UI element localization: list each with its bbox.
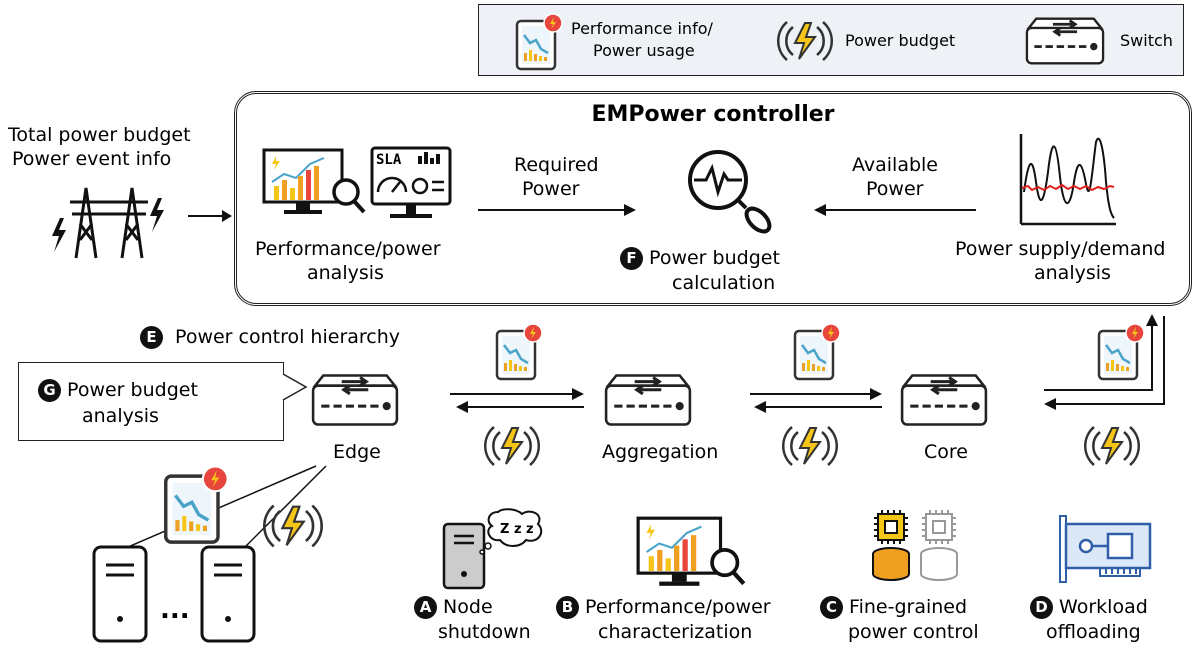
perf-analysis-line1: Performance/power [255, 238, 441, 260]
hierarchy-text: Power control hierarchy [175, 326, 401, 348]
power-budget-icon [484, 418, 540, 474]
sla-text: SLA [376, 152, 402, 168]
perf-analysis-line2: analysis [307, 262, 384, 284]
aggregation-label: Aggregation [602, 441, 719, 463]
calc-line1: F Power budget [620, 246, 780, 270]
calc-line1-text: Power budget [649, 247, 780, 269]
supply-line1: Power supply/demand [955, 238, 1166, 260]
feature-b-line1-text: Performance/power [585, 596, 771, 618]
feature-d-line1-text: Workload [1059, 596, 1148, 618]
input-line1: Total power budget [8, 124, 191, 146]
sleeping-server-icon: Z z z [442, 508, 543, 590]
legend-switch: Switch [1120, 31, 1173, 50]
available-power-arrow [814, 204, 976, 216]
core-label: Core [924, 441, 968, 463]
callout-line2: analysis [82, 405, 159, 427]
power-budget-icon [782, 418, 838, 474]
budget-analysis-callout [18, 362, 284, 441]
feature-c-line2: power control [848, 621, 979, 643]
zzz-text: Z z z [500, 522, 534, 537]
legend-perf-line1: Performance info/ [571, 19, 713, 38]
performance-info-icon [793, 323, 841, 381]
processor-chip-icon [872, 510, 958, 581]
server-ellipsis: ... [160, 595, 190, 625]
server-icon [92, 545, 148, 643]
feature-c-line1: C Fine-grained [820, 595, 967, 619]
available-power-line2: Power [866, 178, 924, 200]
performance-info-icon [495, 323, 543, 381]
empower-controller: EMPower controller [234, 91, 1192, 306]
power-grid-icon [52, 187, 164, 259]
controller-title: EMPower controller [591, 102, 835, 127]
badge-a: A [414, 596, 437, 619]
performance-monitor-icon [262, 148, 366, 214]
feature-a-line1-text: Node [443, 596, 493, 618]
network-card-icon [1059, 515, 1152, 583]
badge-f: F [620, 247, 643, 270]
badge-d: D [1030, 596, 1053, 619]
legend-budget: Power budget [845, 31, 956, 50]
feature-d-line1: D Workload [1030, 595, 1148, 619]
server-icon [200, 545, 256, 643]
required-power-line1: Required [514, 154, 599, 176]
sla-monitor-icon: SLA [370, 146, 452, 218]
supply-demand-chart-icon [1019, 134, 1116, 226]
characterization-monitor-icon [636, 516, 746, 586]
required-power-line2: Power [522, 178, 580, 200]
feature-b-line2: characterization [598, 621, 753, 643]
badge-c: C [820, 596, 843, 619]
calc-line2: calculation [672, 272, 776, 294]
required-power-arrow [478, 204, 636, 216]
power-analysis-icon [688, 150, 772, 234]
feature-b-line1: B Performance/power [556, 595, 771, 619]
performance-info-icon [1097, 323, 1145, 381]
badge-e: E [140, 326, 163, 349]
badge-g: G [38, 379, 61, 402]
available-power-line1: Available [852, 154, 939, 176]
performance-info-icon [163, 465, 229, 545]
feature-c-line1-text: Fine-grained [849, 596, 968, 618]
feature-a-line1: A Node [414, 595, 493, 619]
edge-label: Edge [333, 441, 381, 463]
power-budget-icon [263, 496, 323, 556]
legend-perf-line2: Power usage [593, 41, 695, 60]
legend: Performance info/ Power usage Power budg… [478, 4, 1184, 76]
callout-pointer [281, 373, 308, 401]
input-line2: Power event info [12, 148, 172, 170]
callout-line1-text: Power budget [67, 379, 198, 401]
hierarchy-label: E Power control hierarchy [140, 325, 400, 349]
feature-a-line2: shutdown [438, 621, 531, 643]
feature-d-line2: offloading [1046, 621, 1141, 643]
power-budget-icon [1084, 418, 1140, 474]
callout-line1: G Power budget [38, 378, 198, 402]
input-arrow [188, 210, 232, 222]
badge-b: B [556, 596, 579, 619]
supply-line2: analysis [1034, 262, 1111, 284]
